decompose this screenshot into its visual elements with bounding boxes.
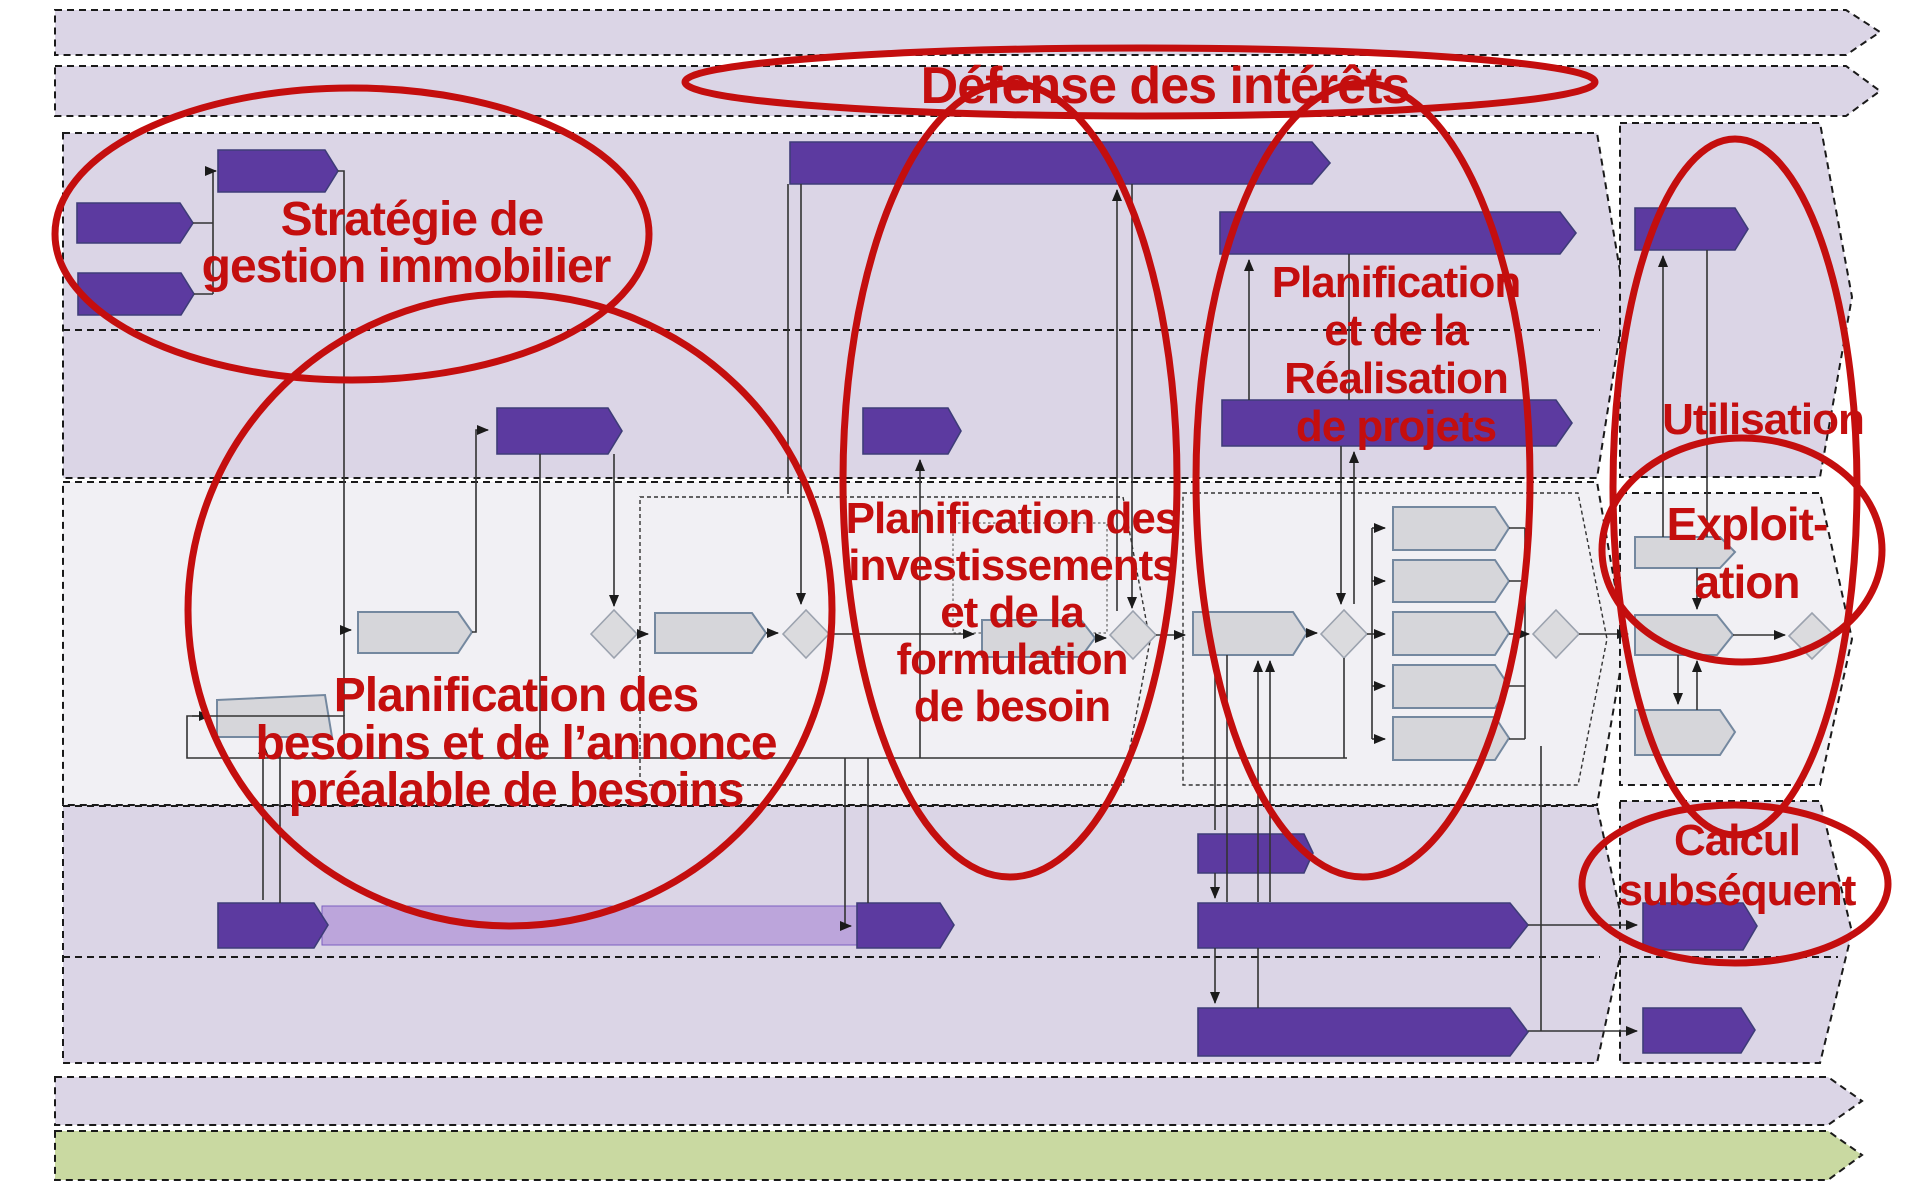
long-process-band: [321, 905, 858, 946]
exploitation-task-1: [1634, 536, 1737, 569]
label-strategie-2: gestion immobilier: [201, 240, 612, 293]
parallel-task-5: [1392, 716, 1511, 761]
strategy-task-1: [217, 149, 339, 193]
label-strategie-1: Stratégie de: [280, 193, 545, 246]
ellipse-investissements: [839, 79, 1181, 881]
planning-task-mid: [862, 407, 962, 455]
band-bottom-green: [54, 1130, 1864, 1181]
bottom-bar-wide-2: [1197, 1007, 1529, 1057]
strategy-task-3: [77, 272, 195, 316]
parallel-task-3: [1392, 611, 1511, 656]
ellipse-exploitation: [1598, 434, 1886, 666]
frame-realisation-group: [1182, 492, 1608, 786]
process-task-1: [357, 611, 474, 654]
gateways: [589, 608, 1837, 661]
annotation-ellipses: [51, 44, 1892, 967]
purple-shapes: [76, 141, 1758, 1057]
process-task-2: [654, 612, 768, 654]
calcul-task-1: [1642, 902, 1758, 951]
bottom-bar-wide-1: [1197, 902, 1530, 949]
band-top-1: [54, 9, 1882, 56]
connector-lines: [186, 166, 1786, 1036]
label-invest-1: Planification des: [845, 494, 1180, 543]
ellipse-calcul: [1578, 801, 1892, 967]
ellipse-realisation: [1192, 79, 1534, 881]
label-realisation-2: et de la: [1324, 306, 1469, 355]
ellipse-defense: [681, 44, 1599, 120]
label-besoins-2: besoins et de l’annonce: [255, 717, 777, 770]
parallel-task-4: [1392, 664, 1511, 709]
label-invest-5: de besoin: [913, 682, 1111, 731]
label-invest-2: investissements: [848, 541, 1176, 590]
exploitation-task-3: [1634, 709, 1737, 756]
label-invest-3: et de la: [940, 588, 1085, 637]
parallel-task-2: [1392, 559, 1511, 603]
process-task-3: [981, 619, 1097, 658]
ellipse-besoins: [184, 290, 836, 930]
label-besoins-1: Planification des: [333, 669, 699, 722]
label-realisation-3: Réalisation: [1284, 354, 1509, 403]
calcul-task-2: [1642, 1007, 1756, 1054]
process-task-4: [1192, 611, 1309, 656]
label-defense: Défense des intérêts: [920, 57, 1411, 115]
label-realisation-1: Planification: [1271, 258, 1522, 307]
exploitation-task-2: [1634, 614, 1735, 656]
label-realisation-4: de projets: [1295, 402, 1497, 451]
band-bottom-1: [54, 1076, 1864, 1126]
band-cap-left: [217, 902, 329, 949]
frame-formulation-group: [639, 496, 1151, 786]
planning-bar-top: [1219, 211, 1578, 255]
label-invest-4: formulation: [896, 635, 1129, 684]
gray-shapes: [216, 506, 1737, 761]
label-besoins-3: préalable de besoins: [288, 764, 745, 817]
label-utilisation: Utilisation: [1662, 395, 1865, 444]
planning-task-left: [496, 407, 623, 455]
utilisation-task: [1634, 207, 1749, 251]
label-exploitation-2: ation: [1694, 556, 1801, 608]
label-calcul-2: subséquent: [1618, 866, 1857, 915]
direction-bar-wide: [789, 141, 1332, 185]
strategy-task-2: [76, 202, 194, 244]
band-cap-right: [856, 902, 955, 949]
label-calcul-1: Calcul: [1673, 816, 1801, 865]
planning-bar-projects: [1221, 399, 1573, 447]
label-exploitation-1: Exploit-: [1666, 498, 1829, 550]
parallel-task-1: [1392, 506, 1511, 551]
ellipse-strategie: [51, 84, 653, 384]
